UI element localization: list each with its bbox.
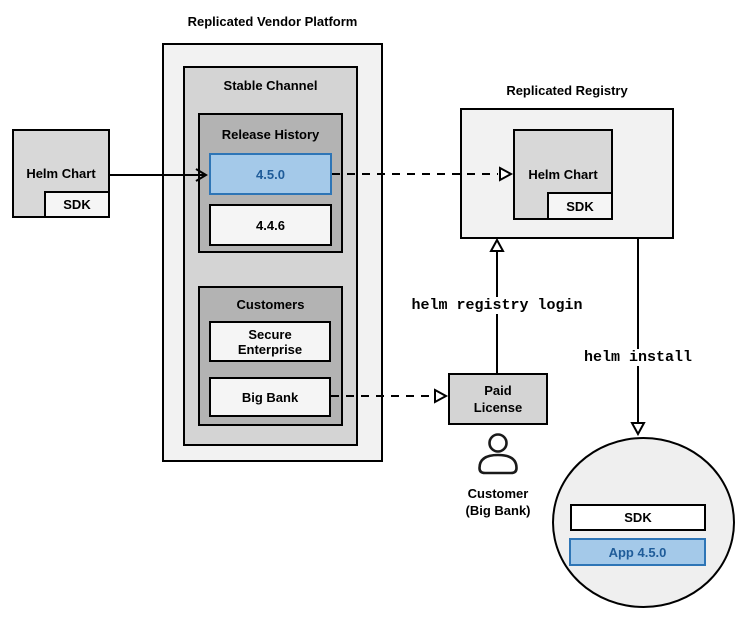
cluster-app-box: App 4.5.0 — [569, 538, 706, 566]
arrowhead-license-to-registry — [489, 237, 505, 252]
stable-channel-label: Stable Channel — [223, 78, 318, 93]
release-version-450-label: 4.5.0 — [256, 166, 285, 182]
paid-license-box: Paid License — [448, 373, 548, 425]
customer-secure-enterprise: Secure Enterprise — [209, 321, 331, 362]
release-version-446-label: 4.4.6 — [256, 217, 285, 233]
person-icon-head — [488, 433, 508, 453]
big-bank-label: Big Bank — [241, 389, 299, 405]
release-version-446: 4.4.6 — [209, 204, 332, 246]
paid-license-line2: License — [473, 400, 523, 415]
customer-caption-line1: Customer — [467, 486, 529, 501]
release-version-450: 4.5.0 — [209, 153, 332, 195]
helm-install-label: helm install — [581, 349, 695, 366]
cluster-sdk-label: SDK — [624, 510, 652, 525]
registry-helm-chart-box: Helm Chart SDK — [513, 129, 613, 220]
customer-big-bank: Big Bank — [209, 377, 331, 417]
vendor-sdk-label: SDK — [63, 197, 91, 212]
cluster-app-label: App 4.5.0 — [608, 544, 667, 560]
registry-helm-chart-label: Helm Chart — [528, 167, 598, 182]
cluster-sdk-box: SDK — [570, 504, 706, 531]
vendor-helm-chart-label: Helm Chart — [26, 166, 96, 181]
release-history-label: Release History — [221, 127, 320, 142]
person-icon — [478, 433, 518, 475]
secure-enterprise-line1: Secure — [248, 326, 292, 342]
registry-sdk-box: SDK — [547, 192, 613, 220]
person-icon-body — [478, 453, 518, 475]
helm-registry-login-label: helm registry login — [409, 297, 585, 314]
customer-caption: Customer (Big Bank) — [448, 485, 548, 519]
arrowhead-registry-to-cluster — [630, 422, 646, 437]
secure-enterprise-line2: Enterprise — [237, 341, 303, 357]
vendor-sdk-box: SDK — [44, 191, 110, 218]
paid-license-line1: Paid — [484, 383, 512, 398]
vendor-helm-chart-box: Helm Chart SDK — [12, 129, 110, 218]
registry-title: Replicated Registry — [506, 83, 628, 98]
customer-caption-line2: (Big Bank) — [465, 503, 531, 518]
vendor-platform-title: Replicated Vendor Platform — [187, 14, 358, 29]
customers-label: Customers — [236, 297, 305, 312]
registry-sdk-label: SDK — [566, 198, 594, 214]
arrowhead-bigbank-to-license — [434, 388, 449, 404]
